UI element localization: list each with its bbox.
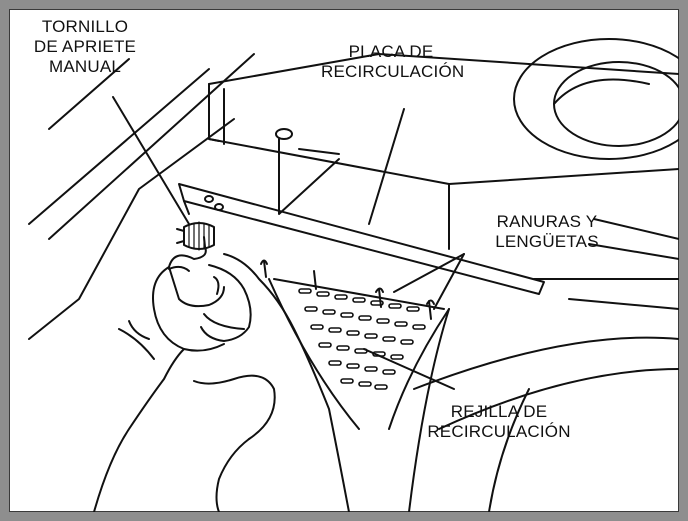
- hood-body: [208, 53, 679, 250]
- leader-lines: [112, 96, 465, 390]
- label-thumbscrew-line3: MANUAL: [48, 57, 122, 76]
- screw-hole: [275, 128, 293, 140]
- label-recirc-grille-line1: REJILLA DE: [450, 402, 548, 421]
- label-recirculation-grille: REJILLA DE RECIRCULACIÓN: [424, 402, 574, 442]
- label-recirculation-plate: PLACA DE RECIRCULACIÓN: [321, 42, 465, 82]
- tabs: [260, 259, 435, 320]
- label-thumbscrew-line1: TORNILLO: [41, 17, 129, 36]
- recirculation-grille: [268, 278, 450, 430]
- frame-inner-border: [9, 9, 679, 512]
- label-recirc-grille-line2: RECIRCULACIÓN: [427, 422, 571, 441]
- grille-slots: [298, 288, 426, 390]
- cabinet-right-lines: [533, 218, 679, 310]
- recirculation-plate: [178, 183, 545, 295]
- illustration: [28, 38, 679, 512]
- label-slots-and-tabs: RANURAS Y LENGÜETAS: [487, 212, 607, 252]
- label-slots-line2: LENGÜETAS: [495, 232, 599, 251]
- label-thumbscrew: TORNILLO DE APRIETE MANUAL: [25, 17, 145, 77]
- label-recirc-plate-line1: PLACA DE: [348, 42, 434, 61]
- label-slots-line1: RANURAS Y: [496, 212, 598, 231]
- thumbscrew: [176, 221, 215, 251]
- label-recirc-plate-line2: RECIRCULACIÓN: [321, 62, 465, 81]
- round-vent: [513, 38, 679, 160]
- cabinet-side-lines: [28, 53, 255, 340]
- blower-housing: [408, 308, 679, 512]
- hand: [93, 236, 350, 512]
- label-thumbscrew-line2: DE APRIETE: [33, 37, 137, 56]
